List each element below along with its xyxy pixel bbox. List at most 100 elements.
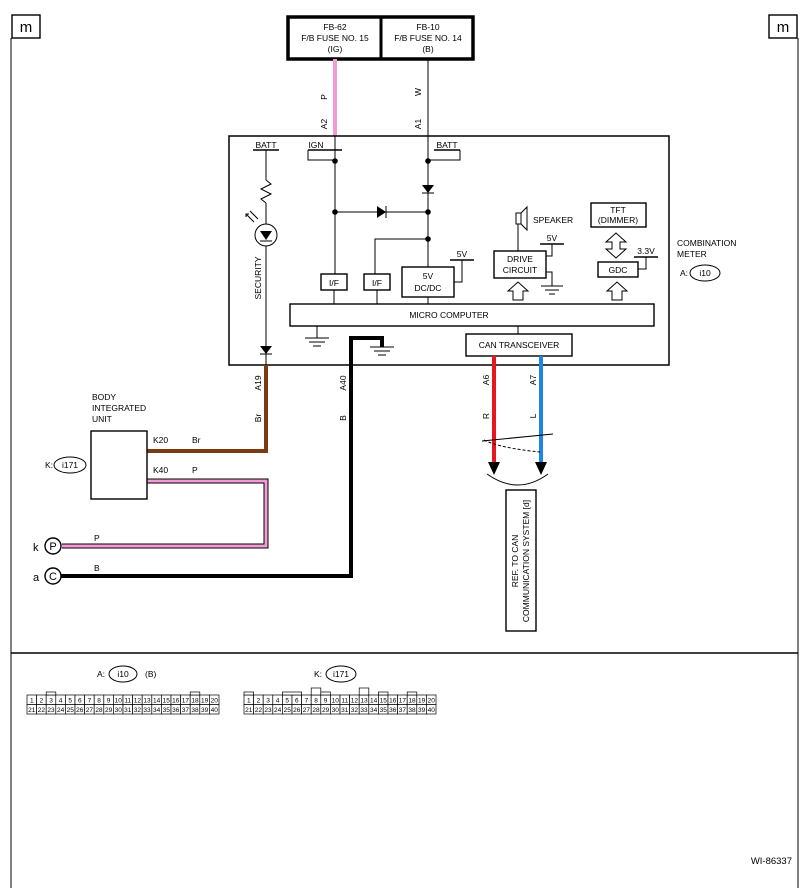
body-unit-line3: UNIT xyxy=(92,414,112,424)
gdc-33v-wire xyxy=(638,257,647,270)
combination-meter-box xyxy=(228,135,670,366)
connector-key xyxy=(282,691,302,696)
drive-5v-wire xyxy=(546,244,553,257)
pin-label: 27 xyxy=(303,707,311,714)
connector-key xyxy=(310,687,322,696)
pin-label: 27 xyxy=(86,707,94,714)
pin-label: 17 xyxy=(399,698,407,705)
body-unit-conn-oval xyxy=(53,456,87,474)
conn-k-oval xyxy=(325,665,357,683)
pin-label: 34 xyxy=(370,707,378,714)
pin-label: 2 xyxy=(257,698,261,705)
pin-label: 19 xyxy=(418,698,426,705)
drive-line1: DRIVE xyxy=(507,254,533,264)
corner-mark-left-text: m xyxy=(20,19,33,36)
connector-key xyxy=(45,691,57,696)
figure-id: WI-86337 xyxy=(751,856,792,867)
pin-label: 16 xyxy=(389,698,397,705)
pin-label: 17 xyxy=(182,698,190,705)
pin-label: 23 xyxy=(47,707,55,714)
pin-label: 8 xyxy=(97,698,101,705)
drive-line2: CIRCUIT xyxy=(503,265,537,275)
connector-key xyxy=(189,691,201,696)
conn-k-prefix: K: xyxy=(314,669,322,679)
pin-label: 37 xyxy=(399,707,407,714)
can-transceiver-box xyxy=(465,333,573,357)
twisted-pair-line xyxy=(481,433,554,442)
if-box-1-label: I/F xyxy=(329,278,339,288)
pin-label: 26 xyxy=(76,707,84,714)
pin-label: 38 xyxy=(191,707,199,714)
connector-key xyxy=(243,691,254,696)
body-unit-k40: K40 xyxy=(153,465,168,475)
fuse-14-line3: (B) xyxy=(422,44,434,54)
pin-label: 19 xyxy=(201,698,209,705)
meter-conn-oval xyxy=(689,264,721,282)
pin-label: 10 xyxy=(115,698,123,705)
batt-right-label: BATT xyxy=(436,140,457,150)
pin-label: 31 xyxy=(341,707,349,714)
fuse-15-line3: (IG) xyxy=(328,44,343,54)
pin-label: 7 xyxy=(305,698,309,705)
pin-label: 40 xyxy=(211,707,219,714)
wire-a40-color: B xyxy=(338,415,348,421)
wire-black-ground xyxy=(56,336,384,578)
pin-label: 37 xyxy=(182,707,190,714)
wire-a7-color: L xyxy=(528,413,538,418)
wire-a19-color: Br xyxy=(253,414,263,423)
pin-label: 18 xyxy=(191,698,199,705)
conn-a-prefix: A: xyxy=(97,669,105,679)
drive-up-arrow-icon xyxy=(506,281,530,301)
pin-label: 35 xyxy=(163,707,171,714)
conn-a-oval xyxy=(108,665,138,683)
conn-a-suffix: (B) xyxy=(145,669,157,679)
pin-label: 26 xyxy=(293,707,301,714)
pin-label: 36 xyxy=(172,707,180,714)
wire-top-right-pin: A1 xyxy=(413,119,423,130)
ref-can-box xyxy=(505,489,537,632)
body-unit-conn-id: i171 xyxy=(62,460,78,470)
pin-label: 39 xyxy=(418,707,426,714)
wire-brown-security xyxy=(147,365,268,453)
junction-c-circle xyxy=(44,567,62,585)
pin-label: 7 xyxy=(88,698,92,705)
pin-label: 13 xyxy=(143,698,151,705)
drive-ground-wire xyxy=(546,271,553,286)
horizontal-diode-icon xyxy=(377,206,386,218)
pin-label: 5 xyxy=(285,698,289,705)
security-diode-icon xyxy=(260,346,272,354)
meter-conn-prefix: A: xyxy=(680,268,688,278)
pin-cell xyxy=(209,704,220,715)
body-unit-conn-prefix: K: xyxy=(45,460,53,470)
fuse-15: FB-62 F/B FUSE NO. 15 (IG) xyxy=(301,22,369,54)
pin-label: 25 xyxy=(67,707,75,714)
speaker-label: SPEAKER xyxy=(533,215,573,225)
corner-mark-left xyxy=(11,14,41,39)
batt-right-wire xyxy=(428,150,461,161)
pin-label: 29 xyxy=(322,707,330,714)
fuse-14-line2: F/B FUSE NO. 14 xyxy=(394,33,462,43)
pin-label: 28 xyxy=(95,707,103,714)
if-box-2-label: I/F xyxy=(372,278,382,288)
security-resistor xyxy=(259,179,273,204)
tft-gdc-double-arrow-icon xyxy=(604,232,628,259)
micro-computer-label: MICRO COMPUTER xyxy=(409,310,488,320)
pin-label: 23 xyxy=(264,707,272,714)
junction-1 xyxy=(332,158,338,164)
connector-key xyxy=(358,687,370,696)
tft-line1: TFT xyxy=(610,205,626,215)
pin-label: 25 xyxy=(284,707,292,714)
body-unit-line2: INTEGRATED xyxy=(92,403,146,413)
pin-label: 40 xyxy=(428,707,436,714)
pin-label: 18 xyxy=(408,698,416,705)
tft-line2: (DIMMER) xyxy=(598,215,638,225)
junction-p-color: P xyxy=(94,533,100,543)
pin-label: 6 xyxy=(295,698,299,705)
corner-mark-right-text: m xyxy=(777,19,790,36)
connector-key xyxy=(406,691,418,696)
pin-label: 1 xyxy=(30,698,34,705)
pin-label: 9 xyxy=(107,698,111,705)
meter-ground-icon xyxy=(370,346,394,356)
